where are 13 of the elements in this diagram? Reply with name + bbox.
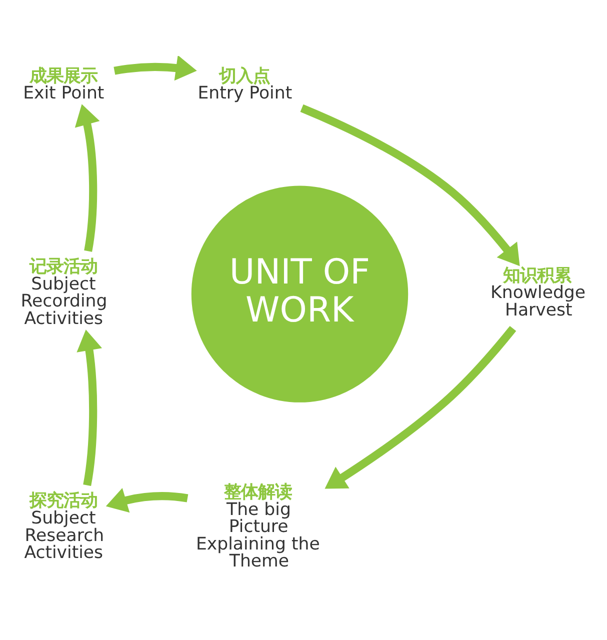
node-text: 探究活动 Subject Research Activities [24,491,104,564]
node-text: 记录活动 Subject Recording Activities [20,257,108,330]
arrow [300,104,520,266]
arrow [324,326,516,489]
arrow [106,488,188,513]
node-text: 知识积累 Knowledge Harvest [490,266,586,320]
arrow [114,56,197,81]
node-text: 整体解读 The big Picture Explaining the Theme [196,482,320,572]
arrow [74,104,100,252]
arrow [76,330,102,486]
node-text: 成果展示 Exit Point [23,66,104,104]
node-text: 切入点 Entry Point [198,66,292,104]
node-circle: UNIT OF WORK [191,186,408,402]
